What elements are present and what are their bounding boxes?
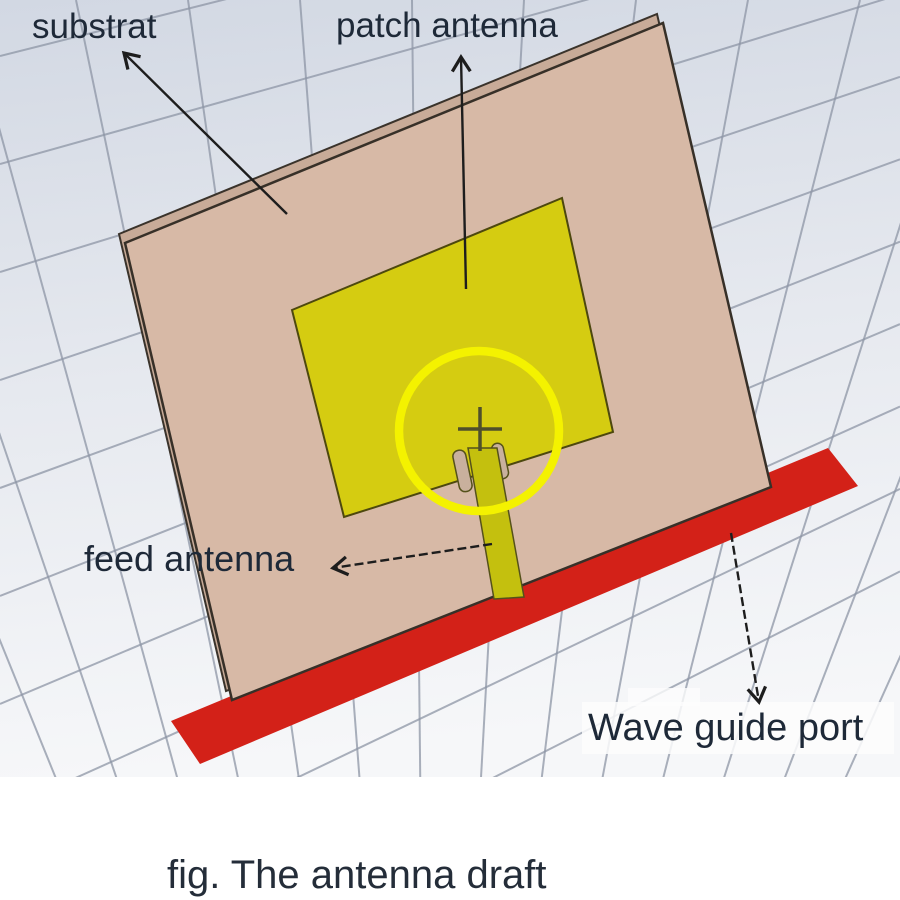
grid-line	[0, 432, 118, 777]
grid-line	[0, 637, 57, 777]
port-arrow	[729, 532, 768, 706]
figure-caption: fig. The antenna draft	[167, 853, 547, 897]
feed-antenna-label: feed antenna	[84, 538, 295, 579]
patch-arrow	[450, 53, 472, 290]
grid-line	[662, 0, 861, 777]
crosshair-icon	[458, 407, 502, 451]
grid-line	[0, 127, 179, 777]
grid-line	[0, 0, 227, 57]
patch-antenna-label: patch antenna	[336, 6, 558, 45]
port-label-highlight	[582, 702, 894, 754]
grid-line	[723, 222, 900, 777]
grid-line	[844, 654, 900, 777]
feed-slot-left	[452, 449, 473, 493]
port-label-highlight-small	[628, 688, 700, 706]
grid-line	[784, 475, 900, 777]
feed-strip	[467, 447, 525, 600]
substrate-arrow	[121, 50, 288, 215]
substrate-label: substrat	[32, 7, 157, 46]
highlight-circle	[394, 346, 564, 516]
waveguide-port-bar	[171, 448, 858, 764]
waveguide-port-label: Wave guide port	[588, 707, 864, 749]
grid-line	[0, 0, 590, 165]
grid-line	[296, 488, 900, 777]
grid-line	[492, 570, 900, 777]
feed-arrow	[329, 542, 493, 577]
